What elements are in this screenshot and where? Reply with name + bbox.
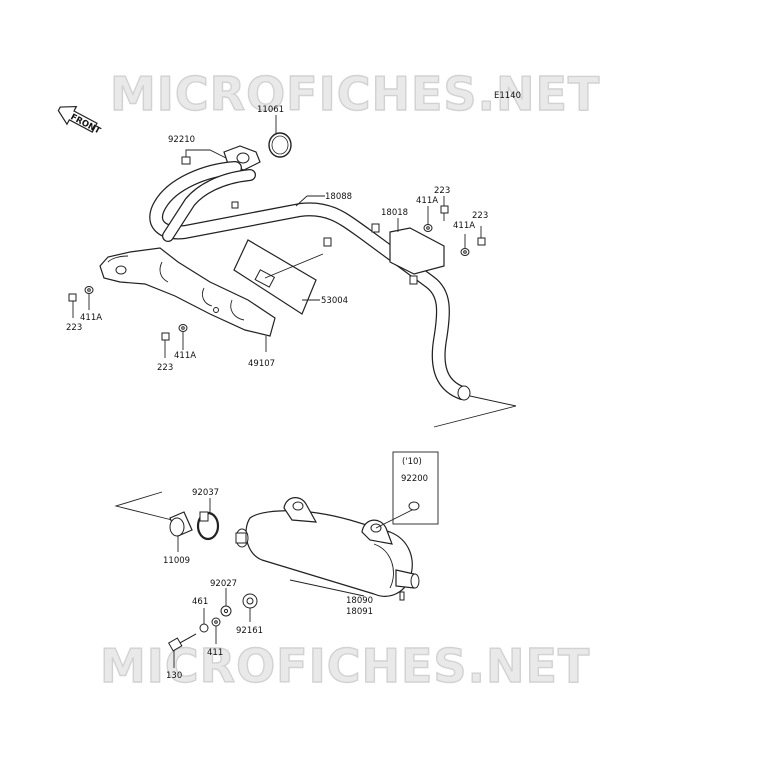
label-11061: 11061 bbox=[257, 105, 284, 115]
label-411A-b: 411A bbox=[453, 221, 475, 231]
label-49107: 49107 bbox=[248, 359, 275, 369]
label-53004: 53004 bbox=[321, 296, 348, 306]
label-130: 130 bbox=[166, 671, 182, 681]
year-note: ('10) bbox=[402, 457, 422, 467]
heat-guard-18018 bbox=[389, 218, 445, 275]
label-18018: 18018 bbox=[381, 208, 408, 218]
label-223-d: 223 bbox=[157, 363, 173, 373]
label-11009: 11009 bbox=[163, 556, 190, 566]
gasket-11009 bbox=[169, 511, 193, 552]
bolt-130 bbox=[167, 633, 197, 668]
washer-92027 bbox=[220, 588, 232, 617]
muffler-18090 bbox=[235, 497, 420, 601]
label-18088: 18088 bbox=[325, 192, 352, 202]
bolt-223-right-upper bbox=[440, 196, 449, 221]
bolt-223-left-upper bbox=[68, 293, 77, 318]
washer-411 bbox=[211, 617, 221, 644]
watermark-bottom: MICROFICHES.NET bbox=[100, 639, 590, 693]
washer-411A-right-upper bbox=[423, 206, 433, 232]
washer-411A-left-lower bbox=[178, 324, 188, 350]
grommet-92161 bbox=[242, 593, 258, 622]
year-note-box: ('10) bbox=[392, 451, 439, 525]
label-92027: 92027 bbox=[210, 579, 237, 589]
label-411: 411 bbox=[207, 648, 223, 658]
exhaust-pipe-18088 bbox=[149, 161, 517, 428]
label-461: 461 bbox=[192, 597, 208, 607]
label-223-a: 223 bbox=[434, 186, 450, 196]
diagram-code: E1140 bbox=[494, 91, 521, 101]
washer-411A-left-upper bbox=[84, 286, 94, 310]
gasket-11061 bbox=[268, 115, 292, 158]
heat-guard-49107 bbox=[99, 247, 276, 352]
label-18091: 18091 bbox=[346, 607, 373, 617]
label-223-b: 223 bbox=[472, 211, 488, 221]
bolt-223-right-lower bbox=[477, 226, 486, 246]
watermark-top: MICROFICHES.NET bbox=[110, 67, 600, 121]
label-411A-a: 411A bbox=[416, 196, 438, 206]
front-label: FRONT bbox=[69, 112, 103, 136]
label-18090: 18090 bbox=[346, 596, 373, 606]
front-arrow-icon: FRONT bbox=[57, 105, 103, 136]
label-92200: 92200 bbox=[401, 474, 428, 484]
washer-411A-right-lower bbox=[460, 234, 470, 256]
label-92161: 92161 bbox=[236, 626, 263, 636]
bolt-223-left-lower bbox=[161, 332, 170, 358]
label-92037: 92037 bbox=[192, 488, 219, 498]
label-411A-c: 411A bbox=[80, 313, 102, 323]
washer-461 bbox=[199, 608, 209, 633]
label-92210: 92210 bbox=[168, 135, 195, 145]
nut-92210 bbox=[181, 149, 227, 165]
label-411A-d: 411A bbox=[174, 351, 196, 361]
heat-shield-plate-53004 bbox=[233, 239, 324, 315]
label-223-c: 223 bbox=[66, 323, 82, 333]
clamp-92037 bbox=[196, 498, 220, 541]
